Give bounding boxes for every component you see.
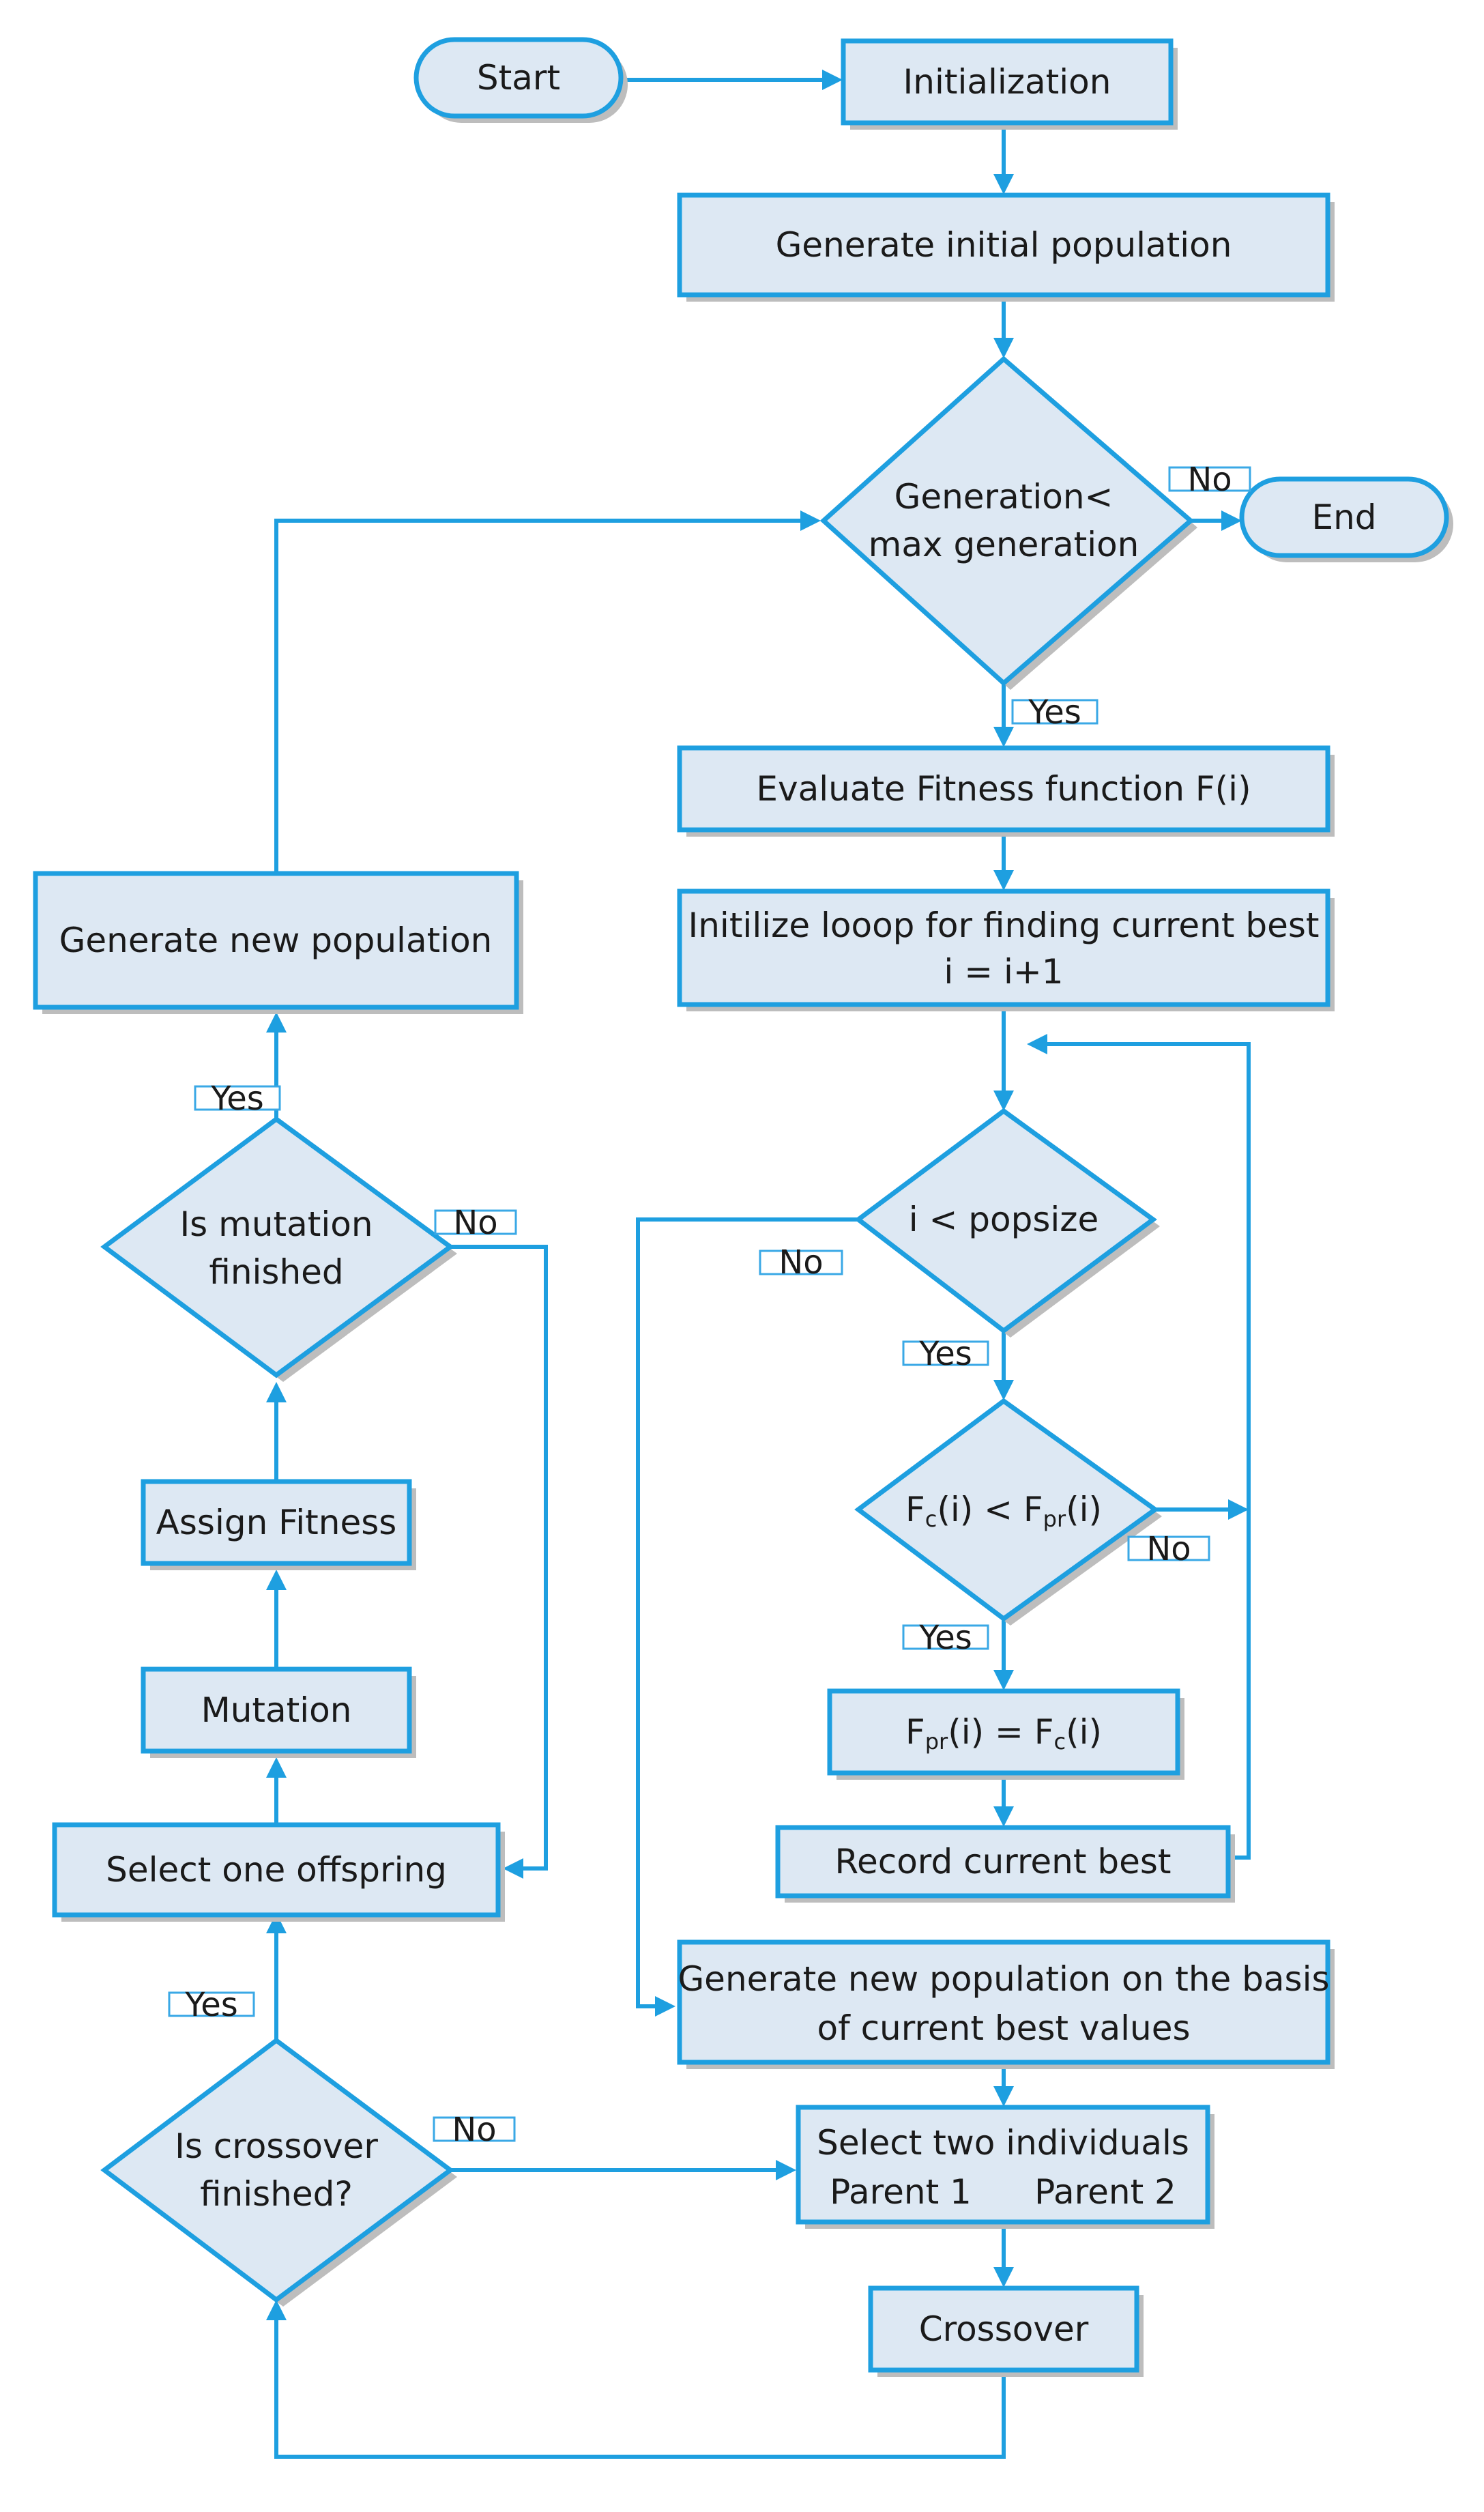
crossover-yes-label: Yes — [184, 1986, 237, 2024]
arrowhead — [1027, 1034, 1047, 1054]
compare-yes-label: Yes — [918, 1619, 972, 1657]
assign-part-end: (i) — [1066, 1712, 1102, 1752]
arrowhead — [266, 1012, 287, 1033]
generation-decision: Generation< max generation — [819, 356, 1197, 690]
select-two-individuals-box: Select two individuals Parent 1 Parent 2 — [796, 2105, 1214, 2229]
compare-part-f1: F — [905, 1490, 925, 1529]
arrowhead — [266, 1757, 287, 1778]
record-current-best-label: Record current best — [834, 1842, 1171, 1881]
crossover-finished-line2: finished? — [200, 2174, 353, 2214]
generation-yes-label: Yes — [1028, 693, 1081, 732]
arrowhead — [993, 1806, 1014, 1827]
generate-population-basis-line1: Generate new population on the basis — [678, 1959, 1329, 1999]
compare-sub-c: c — [925, 1506, 937, 1532]
mutation-finished-line1: Is mutation — [179, 1204, 373, 1244]
generate-population-basis-line2: of current best values — [817, 2008, 1190, 2048]
compare-part-mid: (i) < F — [937, 1490, 1043, 1529]
arrowhead — [993, 2267, 1014, 2287]
arrowhead — [822, 70, 843, 90]
fitness-compare-decision: Fc(i) < Fpr(i) — [854, 1398, 1162, 1626]
mutation-finished-decision: Is mutation finished — [100, 1116, 457, 1382]
edge-gennew-gen — [274, 519, 804, 872]
end-label: End — [1311, 497, 1376, 537]
edge-crossover-crossq — [274, 2317, 1006, 2459]
assign-sub-c: c — [1054, 1729, 1066, 1755]
arrowhead — [266, 2300, 287, 2320]
fitness-compare-label: Fc(i) < Fpr(i) — [905, 1490, 1102, 1532]
crossover-finished-line1: Is crossover — [175, 2126, 378, 2166]
arrowhead — [993, 338, 1014, 358]
parent-2-label: Parent 2 — [1034, 2172, 1176, 2212]
select-one-offspring-label: Select one offspring — [106, 1850, 447, 1890]
evaluate-fitness-label: Evaluate Fitness function F(i) — [756, 769, 1251, 809]
popsize-decision: i < popsize — [854, 1108, 1160, 1338]
mutation-label: Mutation — [201, 1690, 352, 1730]
generation-decision-line1: Generation< — [894, 477, 1114, 517]
arrowhead — [993, 727, 1014, 747]
assign-sub-pr: pr — [925, 1729, 948, 1755]
start-label: Start — [477, 58, 560, 98]
edges — [266, 70, 1251, 2459]
crossover-no-label: No — [452, 2111, 496, 2149]
arrowhead — [655, 1996, 675, 2017]
fitness-assign-box: Fpr(i) = Fc(i) — [827, 1688, 1184, 1780]
generation-decision-line2: max generation — [869, 525, 1139, 564]
mutation-yes-label: Yes — [210, 1080, 263, 1118]
crossover-label: Crossover — [919, 2309, 1089, 2349]
arrowhead — [993, 2086, 1014, 2107]
arrowhead — [993, 1670, 1014, 1690]
end-terminal: End — [1239, 476, 1453, 562]
popsize-no-label: No — [779, 1243, 823, 1282]
fitness-assign-label: Fpr(i) = Fc(i) — [905, 1712, 1102, 1755]
edge-record-loopback — [1044, 1042, 1251, 1860]
initialize-loop-line1: Initilize looop for finding current best — [688, 906, 1320, 945]
popsize-yes-label: Yes — [918, 1335, 972, 1373]
arrowhead — [993, 174, 1014, 194]
edge-popsize-no — [636, 1217, 858, 2008]
edge-mutq-no — [450, 1245, 548, 1871]
arrowhead — [266, 1570, 287, 1590]
arrowhead — [266, 1382, 287, 1402]
parent-1-label: Parent 1 — [830, 2172, 972, 2212]
assign-part-mid: (i) = F — [948, 1712, 1053, 1752]
arrowhead — [993, 870, 1014, 891]
arrowhead — [1228, 1499, 1249, 1520]
generate-initial-population-box: Generate initial population — [677, 192, 1335, 302]
generation-no-label: No — [1187, 461, 1232, 499]
select-one-offspring-box: Select one offspring — [52, 1822, 505, 1922]
start-terminal: Start — [413, 37, 628, 123]
initialization-box: Initialization — [841, 38, 1178, 130]
arrowhead — [800, 510, 821, 531]
evaluate-fitness-box: Evaluate Fitness function F(i) — [677, 745, 1335, 837]
generate-new-population-box: Generate new population — [33, 871, 523, 1014]
edge-labels: No Yes No Yes No Yes No Yes No Yes — [168, 461, 1251, 2149]
arrowhead — [993, 1091, 1014, 1111]
mutation-box: Mutation — [141, 1666, 416, 1758]
assign-part-f1: F — [905, 1712, 925, 1752]
generate-new-population-label: Generate new population — [59, 921, 493, 960]
initialization-label: Initialization — [903, 62, 1111, 102]
arrowhead — [503, 1858, 523, 1879]
assign-fitness-box: Assign Fitness — [141, 1479, 416, 1570]
arrowhead — [993, 1380, 1014, 1400]
popsize-decision-label: i < popsize — [909, 1200, 1099, 1239]
assign-fitness-label: Assign Fitness — [156, 1503, 397, 1542]
generate-initial-population-label: Generate initial population — [776, 225, 1232, 265]
mutation-finished-line2: finished — [209, 1252, 343, 1292]
crossover-finished-decision: Is crossover finished? — [100, 2037, 457, 2307]
compare-sub-pr: pr — [1043, 1506, 1066, 1532]
compare-part-end: (i) — [1066, 1490, 1102, 1529]
arrowhead — [1221, 510, 1242, 531]
compare-no-label: No — [1146, 1530, 1191, 1568]
initialize-loop-line2: i = i+1 — [944, 952, 1063, 992]
initialize-loop-box: Initilize looop for finding current best… — [677, 889, 1335, 1011]
record-current-best-box: Record current best — [775, 1825, 1235, 1903]
generate-population-basis-box: Generate new population on the basis of … — [677, 1939, 1335, 2069]
select-two-individuals-line1: Select two individuals — [817, 2123, 1189, 2163]
arrowhead — [776, 2160, 796, 2180]
crossover-box: Crossover — [868, 2285, 1144, 2377]
arrowhead — [266, 1913, 287, 1933]
mutation-no-label: No — [453, 1204, 497, 1242]
